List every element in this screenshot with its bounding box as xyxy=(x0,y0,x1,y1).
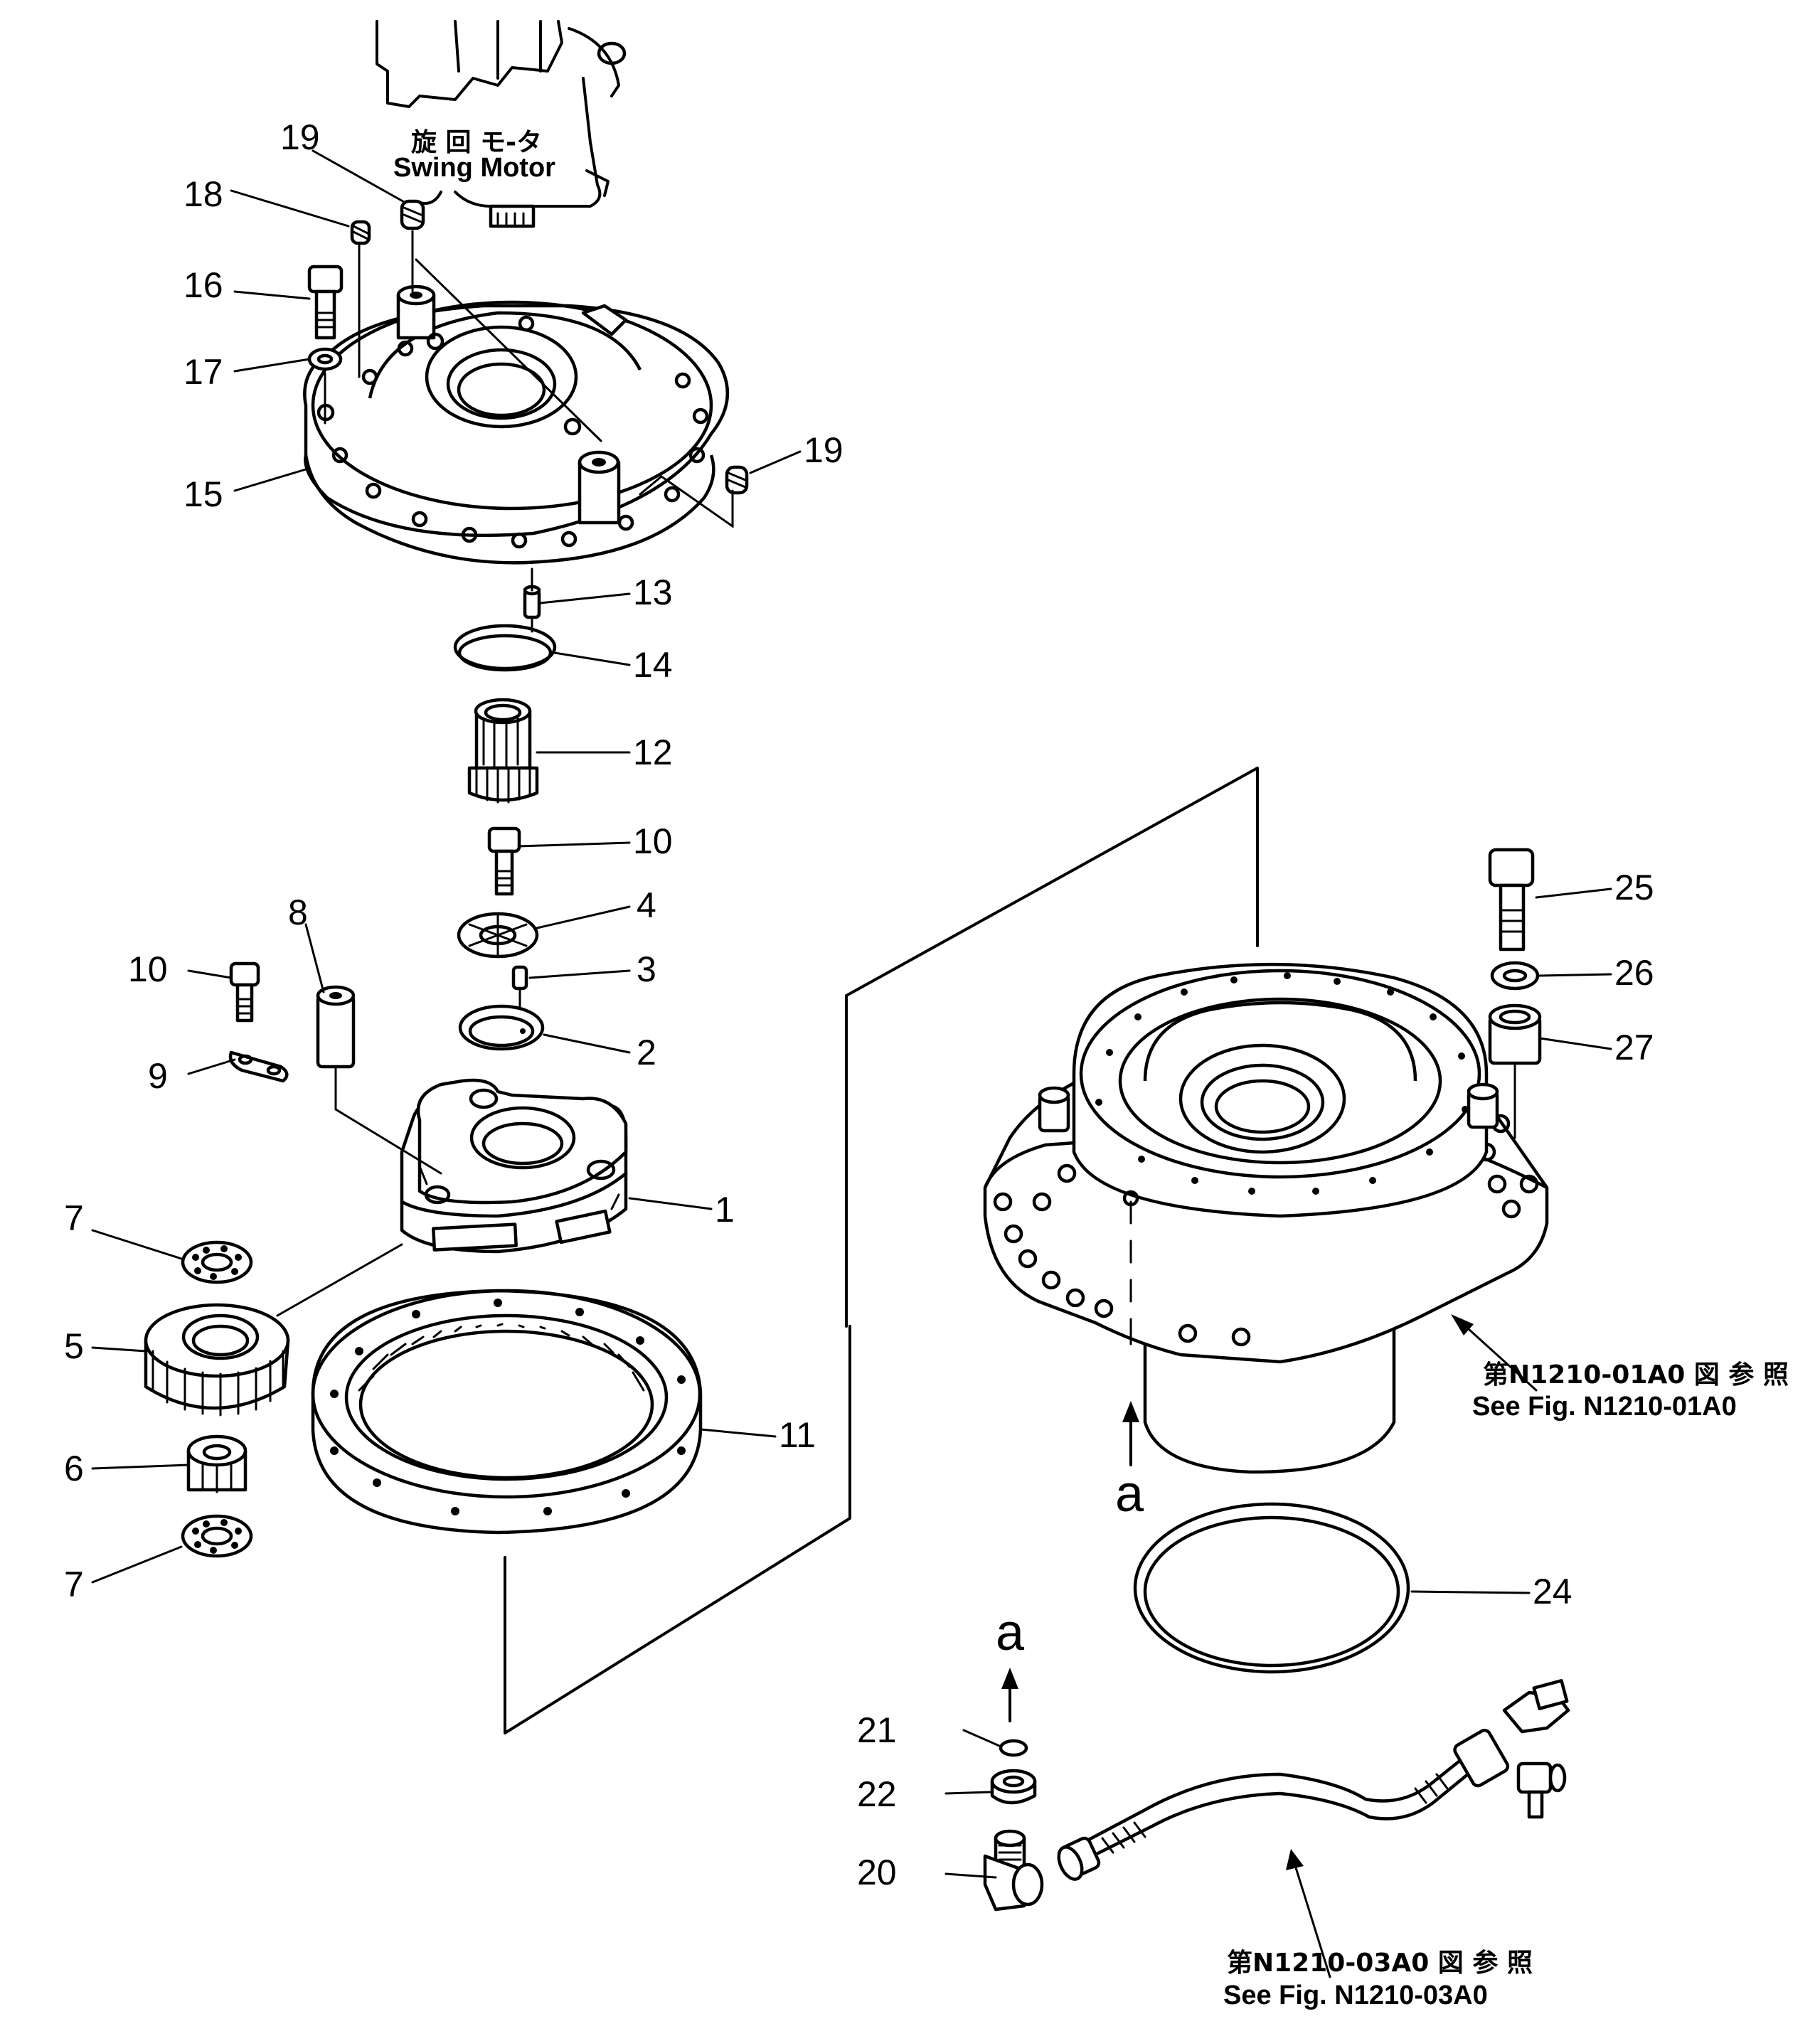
connection-letter-lower: a xyxy=(996,1604,1025,1661)
part-19-plug-right xyxy=(725,465,749,495)
part-6-needle-bearing xyxy=(186,1434,248,1493)
part-number-13: 12 xyxy=(633,732,673,772)
part-number-15: 14 xyxy=(633,645,673,685)
part-number-3: 3 xyxy=(637,949,656,989)
part-number-20: 19 xyxy=(280,117,320,157)
part-number-9: 9 xyxy=(148,1056,168,1096)
cover-bolt-holes xyxy=(316,315,709,549)
part-number-7-top: 7 xyxy=(64,1198,84,1238)
part-19-plug-top xyxy=(350,220,371,245)
part-9-plate xyxy=(228,1050,289,1083)
leader-lines xyxy=(91,149,1612,1879)
ref2-jp: 第N1210-03A0 図 参 照 xyxy=(1227,1949,1533,1978)
part-25-bolt xyxy=(1488,848,1535,951)
part-number-19-right: 19 xyxy=(804,430,844,470)
part-number-25: 25 xyxy=(1614,868,1654,907)
part-7-thrust-plate-top xyxy=(181,1240,253,1284)
assembly-bracket-upper xyxy=(845,767,1259,997)
part-11-bolt xyxy=(487,826,521,896)
part-number-19-top: 18 xyxy=(183,174,223,214)
assembly-bracket xyxy=(504,1325,851,1734)
swing-motor xyxy=(376,20,627,228)
motor-label-jp: 旋 回 モ-タ xyxy=(411,128,542,157)
part-4-bearing xyxy=(457,912,539,959)
part-3-pin xyxy=(511,965,528,1011)
part-27-spacer xyxy=(1488,1003,1542,1065)
part-16-cover xyxy=(303,284,730,565)
part-1-carrier xyxy=(400,1078,628,1254)
part-2-thrust-washer xyxy=(458,1004,545,1051)
part-number-10: 10 xyxy=(128,949,168,989)
part-number-2: 2 xyxy=(637,1033,656,1072)
part-17-bolt xyxy=(307,265,344,340)
part-22-o-ring xyxy=(999,1739,1028,1757)
part-12-ring-gear xyxy=(311,1289,703,1535)
part-number-12: 11 xyxy=(779,1415,816,1455)
part-number-8: 8 xyxy=(288,892,308,932)
hose-assembly xyxy=(1057,1679,1570,1881)
connection-letter-upper: a xyxy=(1115,1466,1144,1523)
part-23-nut xyxy=(990,1769,1037,1805)
part-20-plug xyxy=(400,199,425,230)
part-5-planet-gear xyxy=(144,1303,290,1417)
part-number-14: 13 xyxy=(633,572,673,612)
ref1-en: See Fig. N1210-01A0 xyxy=(1472,1392,1737,1422)
part-number-27: 27 xyxy=(1614,1028,1654,1067)
part-15-snap-ring xyxy=(453,617,557,672)
part-number-6: 6 xyxy=(64,1449,84,1488)
part-24-o-ring xyxy=(1133,1502,1410,1674)
part-18-washer xyxy=(307,347,343,371)
part-number-18: 17 xyxy=(183,352,223,392)
part-number-16: 15 xyxy=(183,474,223,514)
part-7-thrust-plate-bottom xyxy=(181,1514,253,1558)
part-number-24: 24 xyxy=(1533,1572,1572,1611)
part-13-gear xyxy=(467,698,539,804)
swing-machinery-housing xyxy=(983,962,1549,1474)
ref1-jp: 第N1210-01A0 図 参 照 xyxy=(1483,1360,1789,1390)
part-number-21: 20 xyxy=(857,1853,897,1892)
part-21-elbow xyxy=(983,1829,1044,1912)
part-number-11: 10 xyxy=(633,821,673,861)
part-10-bolt xyxy=(229,961,260,1023)
part-number-5: 5 xyxy=(64,1326,84,1366)
part-26-washer xyxy=(1490,961,1540,991)
part-8-pin xyxy=(316,985,356,1069)
part-number-17: 16 xyxy=(183,265,223,305)
part-number-1: 1 xyxy=(715,1190,735,1230)
part-number-22: 21 xyxy=(857,1710,897,1750)
part-number-26: 26 xyxy=(1614,953,1654,993)
motor-label-en: Swing Motor xyxy=(393,153,555,183)
ref2-en: See Fig. N1210-03A0 xyxy=(1223,1981,1488,2010)
part-number-23: 22 xyxy=(857,1774,897,1814)
part-number-7-bottom: 7 xyxy=(64,1564,84,1604)
part-number-4: 4 xyxy=(637,885,656,925)
